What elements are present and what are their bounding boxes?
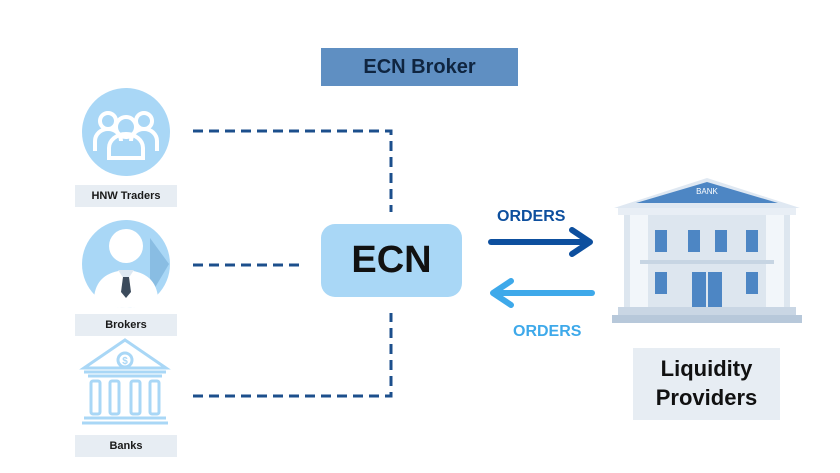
orders-in-arrow — [490, 278, 595, 308]
orders-out-arrow — [488, 227, 593, 257]
group-icon — [82, 88, 170, 176]
liquidity-providers-line1: Liquidity — [660, 356, 753, 382]
orders-out-label: ORDERS — [497, 208, 566, 225]
banks-connector-line — [193, 313, 393, 398]
bank-dollar-icon — [79, 338, 171, 425]
banks-label: Banks — [75, 435, 177, 457]
orders-in-label: ORDERS — [513, 323, 582, 340]
hnw-traders-label: HNW Traders — [75, 185, 177, 207]
ecn-broker-title: ECN Broker — [321, 48, 518, 86]
brokers-label: Brokers — [75, 314, 177, 336]
hnw-connector-line — [193, 129, 393, 212]
liquidity-providers-line2: Providers — [655, 385, 758, 410]
ecn-node: ECN — [321, 224, 462, 297]
liquidity-providers-label: Liquidity Providers — [633, 348, 780, 420]
person-tie-icon — [82, 220, 170, 308]
dollar-icon: $ — [122, 356, 128, 367]
bank-sign-label: BANK — [696, 187, 718, 196]
bank-building-icon — [612, 178, 802, 323]
